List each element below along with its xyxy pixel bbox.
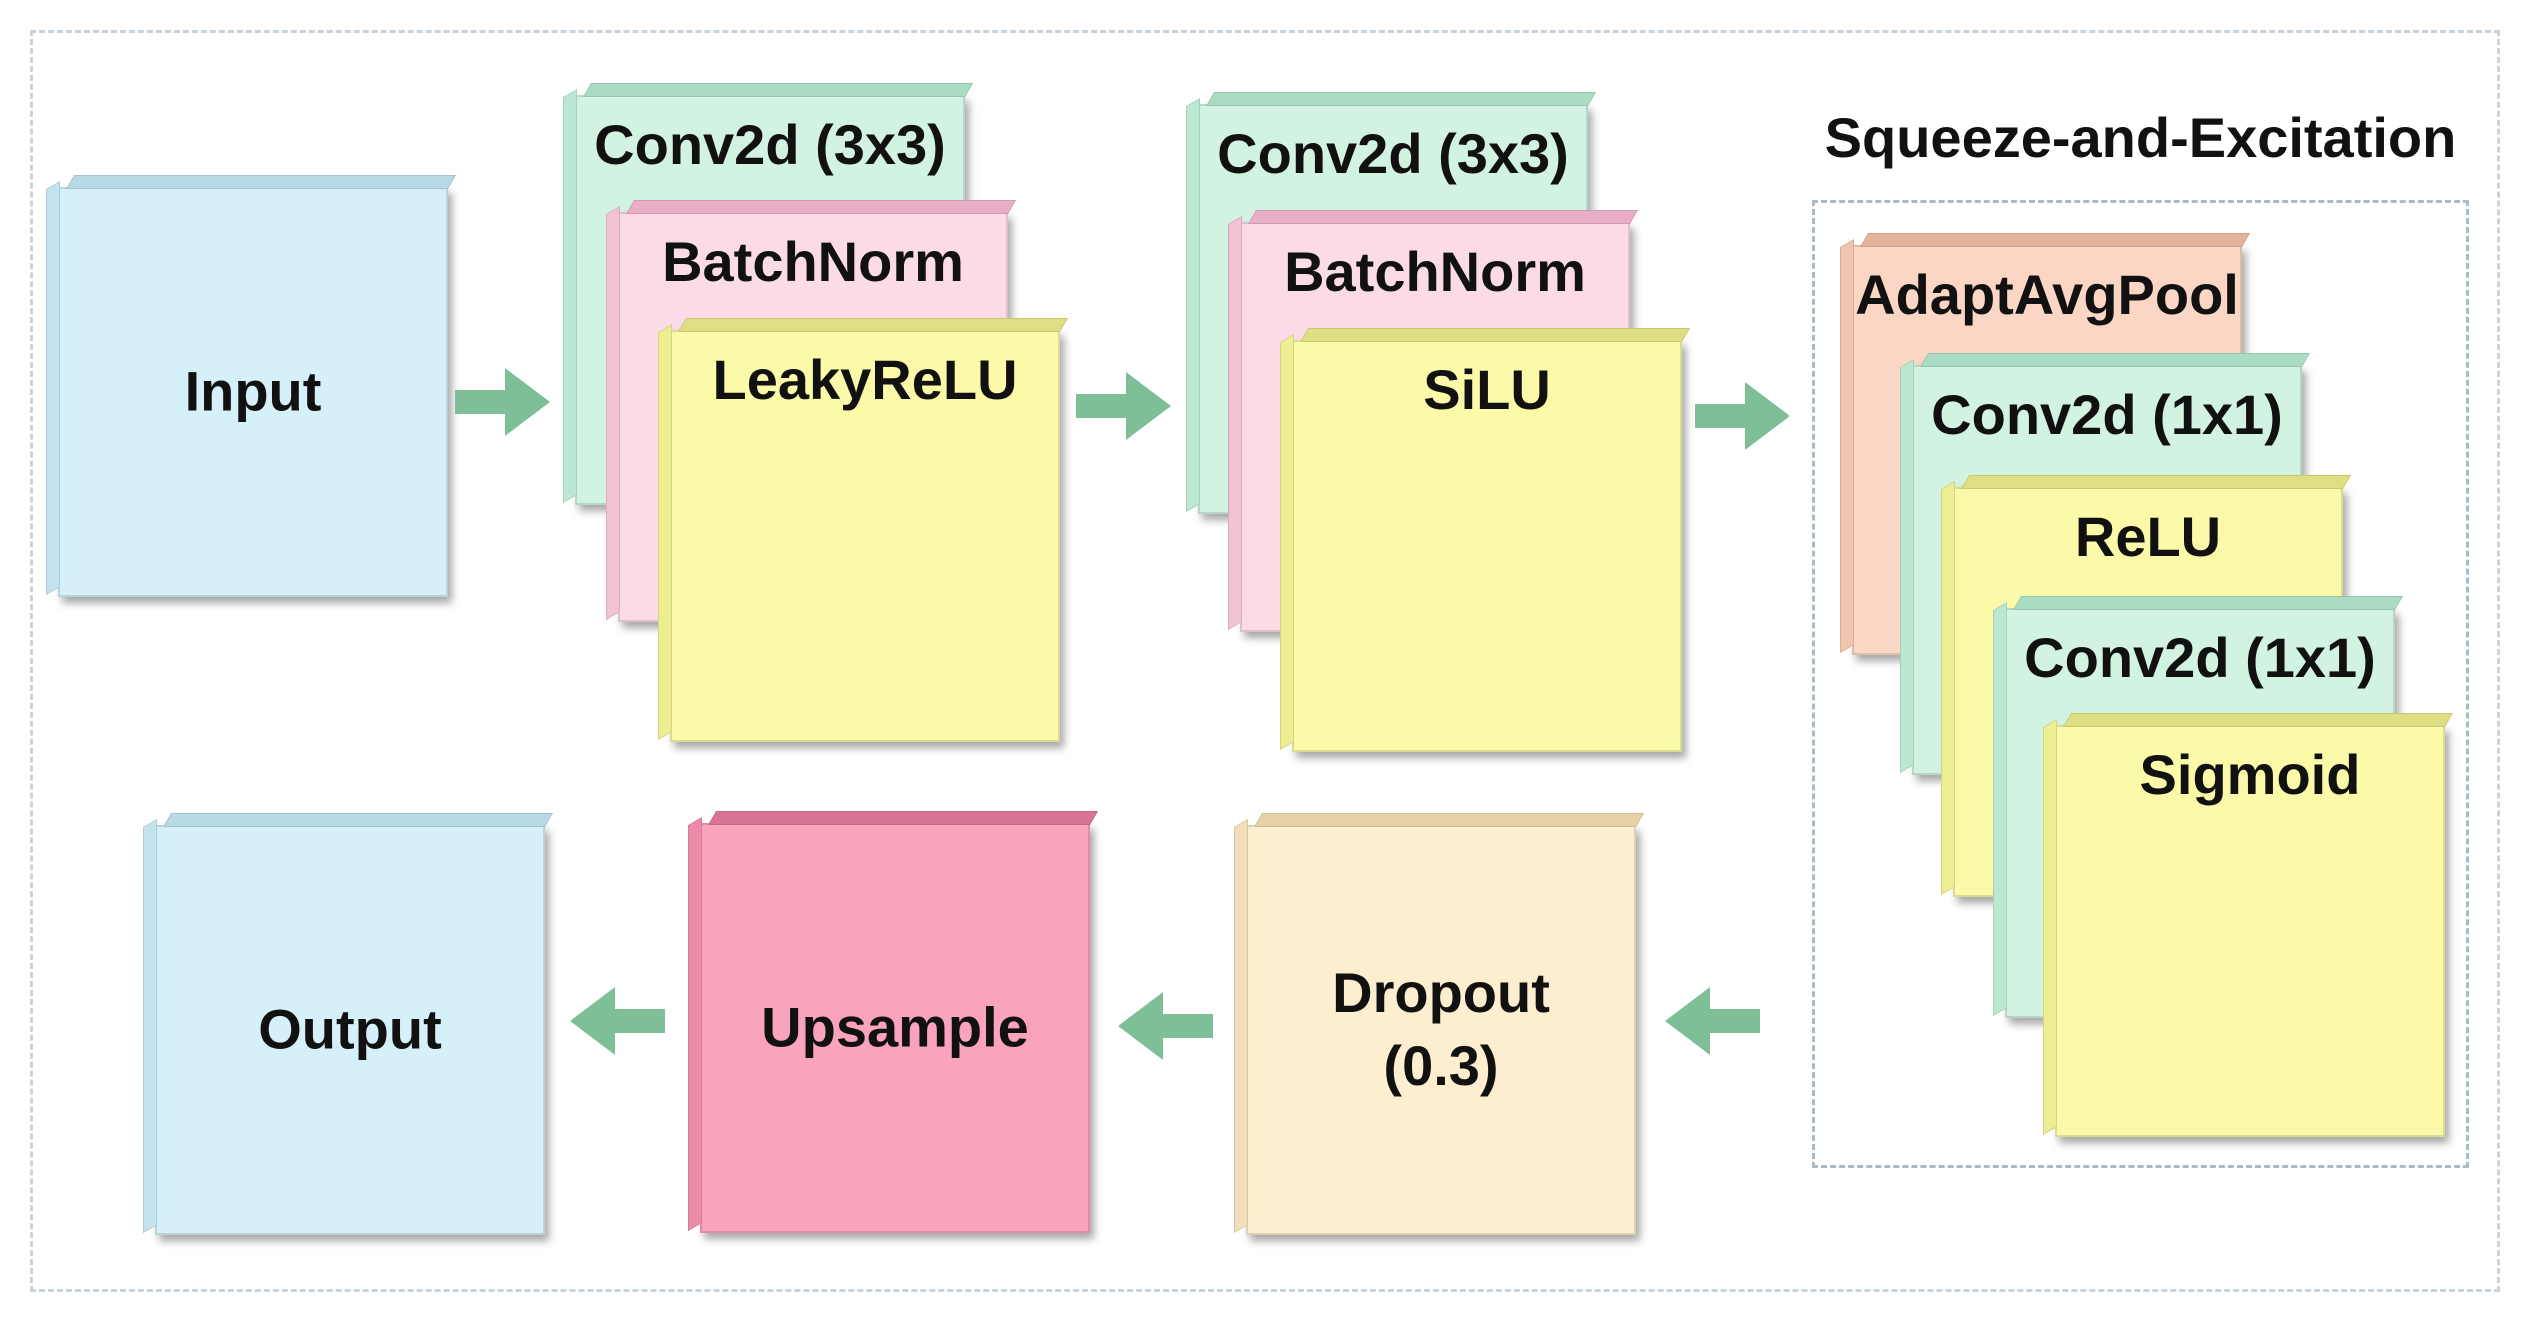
silu-block: SiLU [1280,328,1691,752]
upsample-label: Upsample [761,995,1029,1059]
arrow-right-icon [455,368,550,436]
silu-label: SiLU [1423,358,1551,421]
batchnorm-label-2: BatchNorm [1284,240,1586,303]
batchnorm-label-1: BatchNorm [662,230,964,293]
se-relu-label: ReLU [2074,505,2222,568]
dropout-block: Dropout (0.3) [1234,813,1645,1235]
arrow-left-icon [570,987,665,1055]
output-label: Output [258,997,442,1061]
se-conv-1x1-label-2: Conv2d (1x1) [2024,626,2376,689]
diagram-frame [30,30,2500,1292]
input-label: Input [184,359,322,423]
conv-3x3-label-1: Conv2d (3x3) [594,113,946,176]
arrow-right-icon [1076,372,1171,440]
leakyrelu-block: LeakyReLU [658,318,1069,742]
input-block: Input [46,175,457,597]
upsample-block: Upsample [688,811,1099,1233]
dropout-label-line2: (0.3) [1383,1034,1499,1097]
arrow-right-icon [1695,382,1790,450]
adaptavgpool-label: AdaptAvgPool [1855,263,2239,326]
sigmoid-label: Sigmoid [2139,743,2361,806]
conv-3x3-label-2: Conv2d (3x3) [1217,122,1569,185]
dropout-label: Dropout (0.3) [1248,957,1634,1103]
se-module-frame [1812,200,2469,1168]
arrow-left-icon [1665,987,1760,1055]
sigmoid-block: Sigmoid [2043,713,2454,1137]
se-conv-1x1-label-1: Conv2d (1x1) [1931,383,2283,446]
arrow-left-icon [1118,992,1213,1060]
leakyrelu-label: LeakyReLU [712,348,1018,411]
dropout-label-line1: Dropout [1332,961,1550,1025]
se-module-title: Squeeze-and-Excitation [1824,106,2457,169]
output-block: Output [143,813,554,1235]
